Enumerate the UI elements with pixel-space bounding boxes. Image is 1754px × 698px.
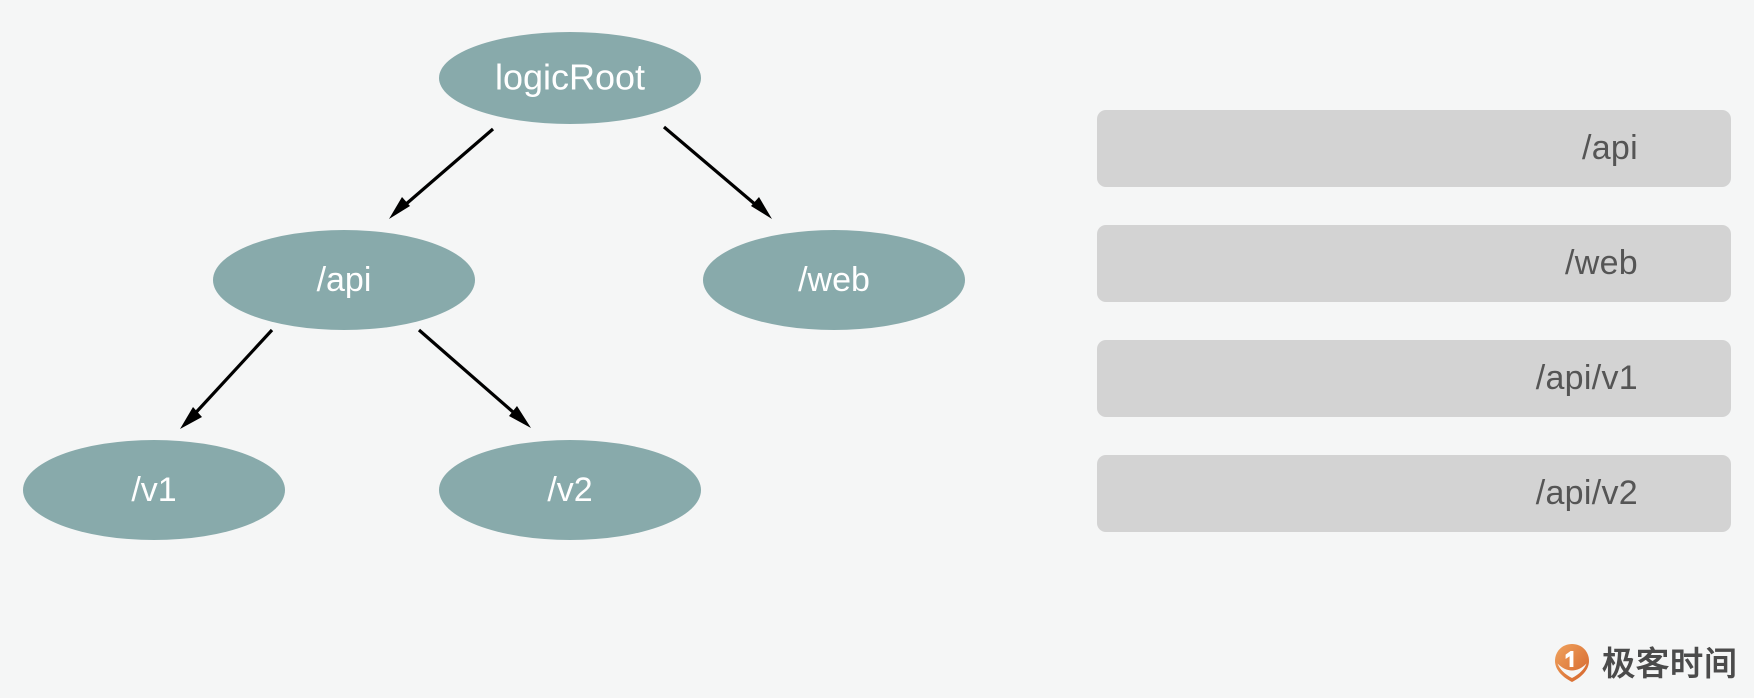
tree-node-v2-shape (439, 440, 701, 540)
tree-node-v1-label: /v1 (131, 471, 176, 509)
edge-root-to-web (662, 125, 772, 219)
tree-node-web[interactable]: /web (703, 230, 965, 330)
path-item-label: /api/v1 (1535, 359, 1638, 397)
watermark-label: 极客时间 (1602, 643, 1738, 683)
geektime-logo-icon (1551, 642, 1593, 684)
tree-node-v1[interactable]: /v1 (23, 440, 285, 540)
tree-node-web-label: /web (798, 261, 870, 299)
path-item-label: /api (1581, 129, 1638, 167)
tree-node-api-label: /api (317, 261, 372, 299)
list-item[interactable]: /web (1097, 225, 1731, 302)
edge-api-to-v1 (180, 328, 274, 429)
edge-root-to-api (389, 127, 495, 219)
path-list: /api /web /api/v1 /api/v2 (1097, 110, 1731, 570)
watermark: 极客时间 (1551, 642, 1738, 684)
list-item[interactable]: /api/v1 (1097, 340, 1731, 417)
path-item-label: /web (1564, 244, 1638, 282)
tree-node-web-shape (703, 230, 965, 330)
tree-diagram: logicRoot /api /web /v1 /v2 (23, 32, 965, 540)
tree-node-api[interactable]: /api (213, 230, 475, 330)
tree-node-logicroot[interactable]: logicRoot (439, 32, 701, 124)
edge-api-to-v2 (417, 328, 531, 428)
tree-node-v2[interactable]: /v2 (439, 440, 701, 540)
tree-node-api-shape (213, 230, 475, 330)
list-item[interactable]: /api/v2 (1097, 455, 1731, 532)
path-item-label: /api/v2 (1535, 474, 1638, 512)
tree-node-v1-shape (23, 440, 285, 540)
list-item[interactable]: /api (1097, 110, 1731, 187)
tree-node-v2-label: /v2 (547, 471, 592, 509)
tree-node-logicroot-shape (439, 32, 701, 124)
tree-node-logicroot-label: logicRoot (495, 57, 645, 98)
